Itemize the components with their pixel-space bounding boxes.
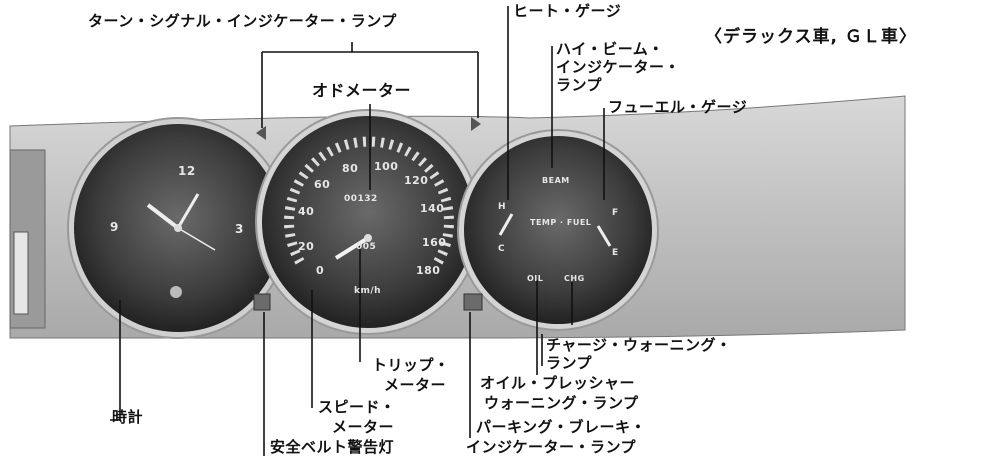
clock-numeral-12: 12 bbox=[178, 164, 196, 178]
label-clock: 時計 bbox=[112, 408, 144, 426]
speedo-tick-40: 40 bbox=[298, 205, 315, 218]
label-oil-pressure-1: オイル・プレッシャー bbox=[480, 374, 636, 392]
fuel-e-mark: E bbox=[612, 248, 619, 258]
seatbelt-lamp bbox=[253, 293, 271, 311]
label-odometer: オドメーター bbox=[312, 81, 412, 100]
leader-turn-signal bbox=[261, 42, 479, 128]
temp-c-mark: C bbox=[498, 244, 506, 254]
label-high-beam-3: ランプ bbox=[556, 76, 603, 94]
odometer-readout: 00132 bbox=[344, 194, 378, 204]
trip-readout: 005 bbox=[356, 242, 377, 252]
leader-clock bbox=[110, 300, 121, 421]
clock-gauge bbox=[67, 117, 289, 339]
speedo-tick-180: 180 bbox=[416, 264, 441, 277]
clock-numeral-9: 9 bbox=[110, 220, 119, 234]
label-speedometer-2: メーター bbox=[332, 418, 395, 436]
label-seatbelt-warning: 安全ベルト警告灯 bbox=[270, 438, 395, 456]
speedo-unit: km/h bbox=[354, 286, 382, 296]
speedo-tick-0: 0 bbox=[316, 264, 325, 277]
temp-h-mark: H bbox=[498, 202, 507, 212]
speedo-tick-160: 160 bbox=[422, 236, 447, 249]
label-charge-warning-2: ランプ bbox=[546, 354, 593, 372]
chg-lamp-label: CHG bbox=[564, 274, 585, 283]
label-trip-meter-1: トリップ・ bbox=[372, 356, 450, 374]
page-heading: 〈デラックス車, ＧＬ車〉 bbox=[705, 27, 917, 47]
left-slider bbox=[13, 231, 29, 315]
label-parking-brake-2: インジケーター・ランプ bbox=[466, 438, 637, 456]
right-turn-arrow bbox=[471, 117, 481, 131]
label-parking-brake-1: パーキング・ブレーキ・ bbox=[476, 418, 647, 436]
beam-lamp-label: BEAM bbox=[542, 176, 570, 185]
label-turn-signal-lamp: ターン・シグナル・インジケーター・ランプ bbox=[88, 12, 397, 30]
speedo-tick-80: 80 bbox=[342, 162, 359, 175]
label-trip-meter-2: メーター bbox=[384, 376, 447, 394]
speedo-tick-60: 60 bbox=[314, 178, 331, 191]
label-speedometer-1: スピード・ bbox=[318, 398, 396, 416]
oil-lamp-label: OIL bbox=[527, 274, 544, 283]
label-oil-pressure-2: ウォーニング・ランプ bbox=[484, 394, 639, 412]
label-high-beam-1: ハイ・ビーム・ bbox=[556, 40, 664, 58]
speedo-tick-100: 100 bbox=[374, 160, 399, 173]
speedo-tick-20: 20 bbox=[298, 240, 315, 253]
speedo-tick-120: 120 bbox=[404, 174, 429, 187]
speedo-tick-140: 140 bbox=[420, 202, 445, 215]
temp-fuel-label: TEMP · FUEL bbox=[530, 218, 592, 227]
label-high-beam-2: インジケーター・ bbox=[556, 58, 681, 76]
fuel-f-mark: F bbox=[612, 208, 619, 218]
label-charge-warning-1: チャージ・ウォーニング・ bbox=[546, 336, 732, 354]
parking-brake-lamp bbox=[463, 293, 483, 311]
speedometer-gauge bbox=[255, 109, 481, 335]
leader-charge bbox=[541, 282, 573, 366]
label-heat-gauge: ヒート・ゲージ bbox=[513, 2, 622, 20]
clock-numeral-3: 3 bbox=[235, 222, 244, 236]
label-fuel-gauge: フューエル・ゲージ bbox=[608, 98, 748, 116]
left-turn-arrow bbox=[256, 126, 266, 140]
